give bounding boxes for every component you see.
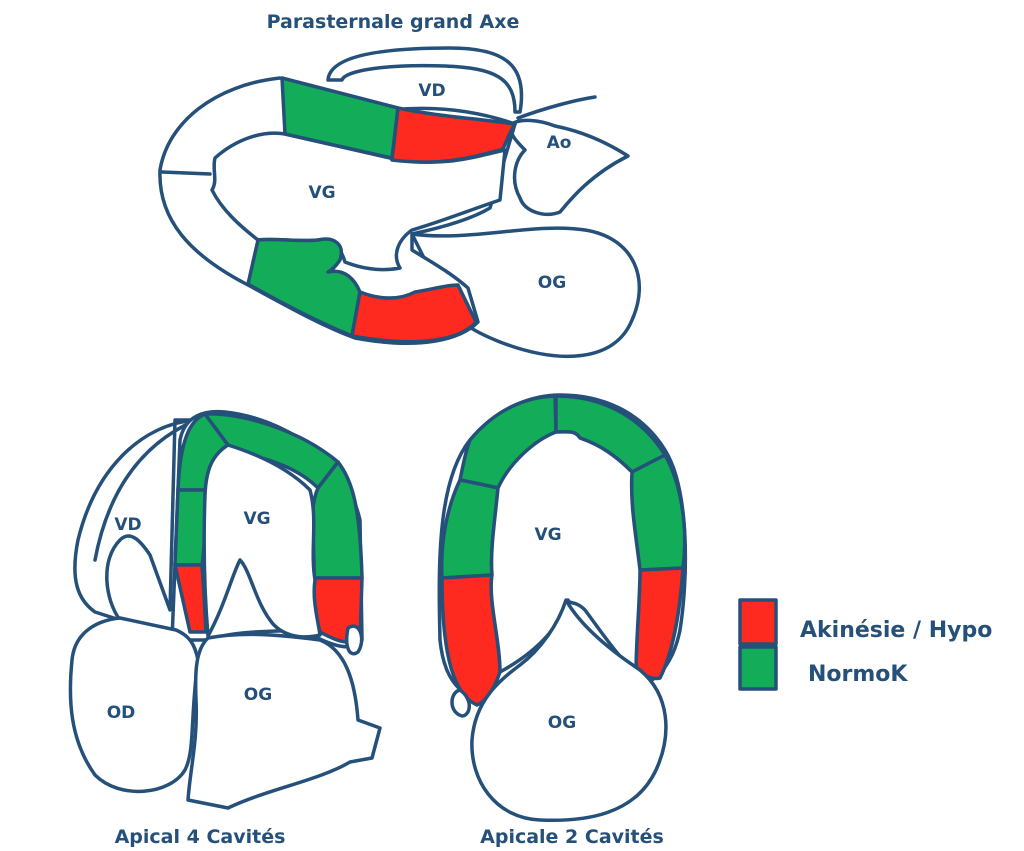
- legend-label-normo: NormoK: [808, 662, 908, 687]
- a4c-label-vd: VD: [114, 515, 141, 535]
- a4c-label-od: OD: [107, 703, 136, 723]
- a2c-left-atrium: [470, 598, 668, 823]
- plax-label-ao: Ao: [547, 133, 572, 153]
- a2c-label-og: OG: [548, 713, 576, 733]
- a4c-view: VD VG OD OG Apical 4 Cavités: [68, 409, 382, 848]
- legend-label-akinesia: Akinésie / Hypo: [800, 618, 992, 643]
- a4c-lv-cavity: [202, 443, 322, 639]
- plax-aortic-root: [509, 118, 630, 217]
- a4c-rv: [73, 418, 197, 622]
- plax-view: Parasternale grand Axe VD Ao VG OG: [158, 11, 642, 359]
- a2c-title: Apicale 2 Cavités: [480, 826, 664, 848]
- a2c-view: VG OG Apicale 2 Cavités: [437, 393, 688, 848]
- plax-segment-septal: [390, 106, 517, 164]
- a4c-rv-inner: [93, 418, 198, 562]
- a4c-appendage: [345, 624, 364, 656]
- plax-label-og: OG: [538, 273, 566, 293]
- plax-divider-1: [160, 170, 212, 176]
- legend-swatch-normo: [738, 645, 778, 691]
- plax-rv: [326, 46, 524, 114]
- plax-segment-inferolateral-mid: [246, 237, 362, 338]
- legend: Akinésie / Hypo NormoK: [738, 598, 992, 691]
- a4c-title: Apical 4 Cavités: [115, 826, 286, 848]
- plax-aorta: [516, 95, 597, 120]
- plax-segment-inferolateral-basal: [350, 283, 478, 344]
- a4c-left-atrium: [186, 632, 382, 810]
- plax-title: Parasternale grand Axe: [267, 11, 520, 33]
- a2c-label-vg: VG: [534, 525, 561, 545]
- legend-swatch-akinesia: [738, 598, 778, 646]
- a4c-label-og: OG: [244, 685, 272, 705]
- plax-label-vd: VD: [418, 81, 445, 101]
- a4c-label-vg: VG: [243, 509, 270, 529]
- plax-label-vg: VG: [308, 183, 335, 203]
- a2c-appendage: [450, 688, 471, 718]
- a4c-segment-septal-mid: [173, 488, 207, 567]
- a2c-segment-anterior-basal: [634, 566, 685, 681]
